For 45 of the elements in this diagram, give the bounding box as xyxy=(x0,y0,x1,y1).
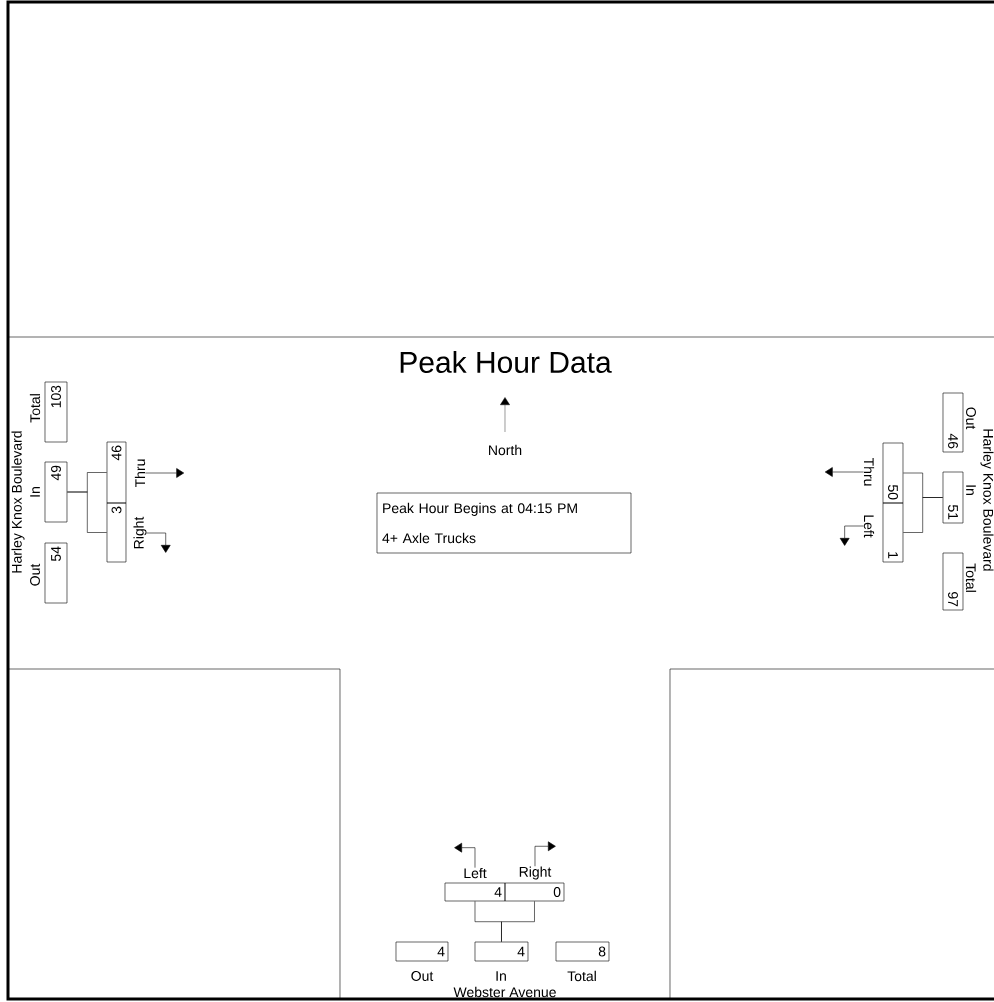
movement-label: Total xyxy=(567,970,596,982)
movement-label: Out xyxy=(966,407,976,430)
count-box: 54 xyxy=(44,542,68,604)
title: Peak Hour Data xyxy=(400,351,612,374)
movement-label: Total xyxy=(29,394,41,423)
count-box: 3 xyxy=(106,502,127,563)
turn-arrow xyxy=(824,467,864,477)
count-box: 46 xyxy=(942,392,964,453)
count-box: 0 xyxy=(504,882,565,902)
count-box: 46 xyxy=(106,441,127,504)
connector-line xyxy=(501,901,535,942)
count-box: 51 xyxy=(942,471,964,524)
count-box: 8 xyxy=(555,941,610,962)
connector-line xyxy=(67,491,107,533)
count-box: 49 xyxy=(44,461,68,523)
count-box: 4 xyxy=(474,941,529,962)
turn-arrow xyxy=(454,842,476,868)
count-box: 4 xyxy=(395,941,449,962)
count-box: 50 xyxy=(882,442,904,504)
count-box: 4 xyxy=(444,882,506,902)
turn-arrow xyxy=(839,525,864,546)
movement-label: In xyxy=(966,485,976,495)
connector-line xyxy=(903,497,943,533)
street-name: Harley Knox Boulevard xyxy=(980,429,994,571)
movement-label: Right xyxy=(133,516,147,549)
turn-arrow xyxy=(145,468,185,478)
count-box: 103 xyxy=(44,381,68,443)
movement-label: Out xyxy=(30,563,40,586)
compass-label: North xyxy=(489,444,522,456)
movement-label: Left xyxy=(863,515,875,538)
movement-label: Total xyxy=(965,563,977,592)
street-name: Webster Avenue xyxy=(453,986,556,998)
movement-label: Thru xyxy=(134,459,146,488)
movement-label: Left xyxy=(464,867,487,879)
movement-label: In xyxy=(496,971,506,981)
turn-arrow xyxy=(146,532,171,553)
movement-label: In xyxy=(30,487,40,497)
count-box: 1 xyxy=(882,502,904,563)
movement-label: Right xyxy=(519,866,552,880)
info-box: Peak Hour Begins at 04:15 PM 4+ Axle Trucks xyxy=(376,492,632,554)
movement-label: Thru xyxy=(863,457,875,486)
movement-label: Out xyxy=(411,971,434,981)
street-name: Harley Knox Boulevard xyxy=(11,431,25,573)
turn-arrow xyxy=(534,841,556,867)
count-box: 97 xyxy=(942,552,964,611)
